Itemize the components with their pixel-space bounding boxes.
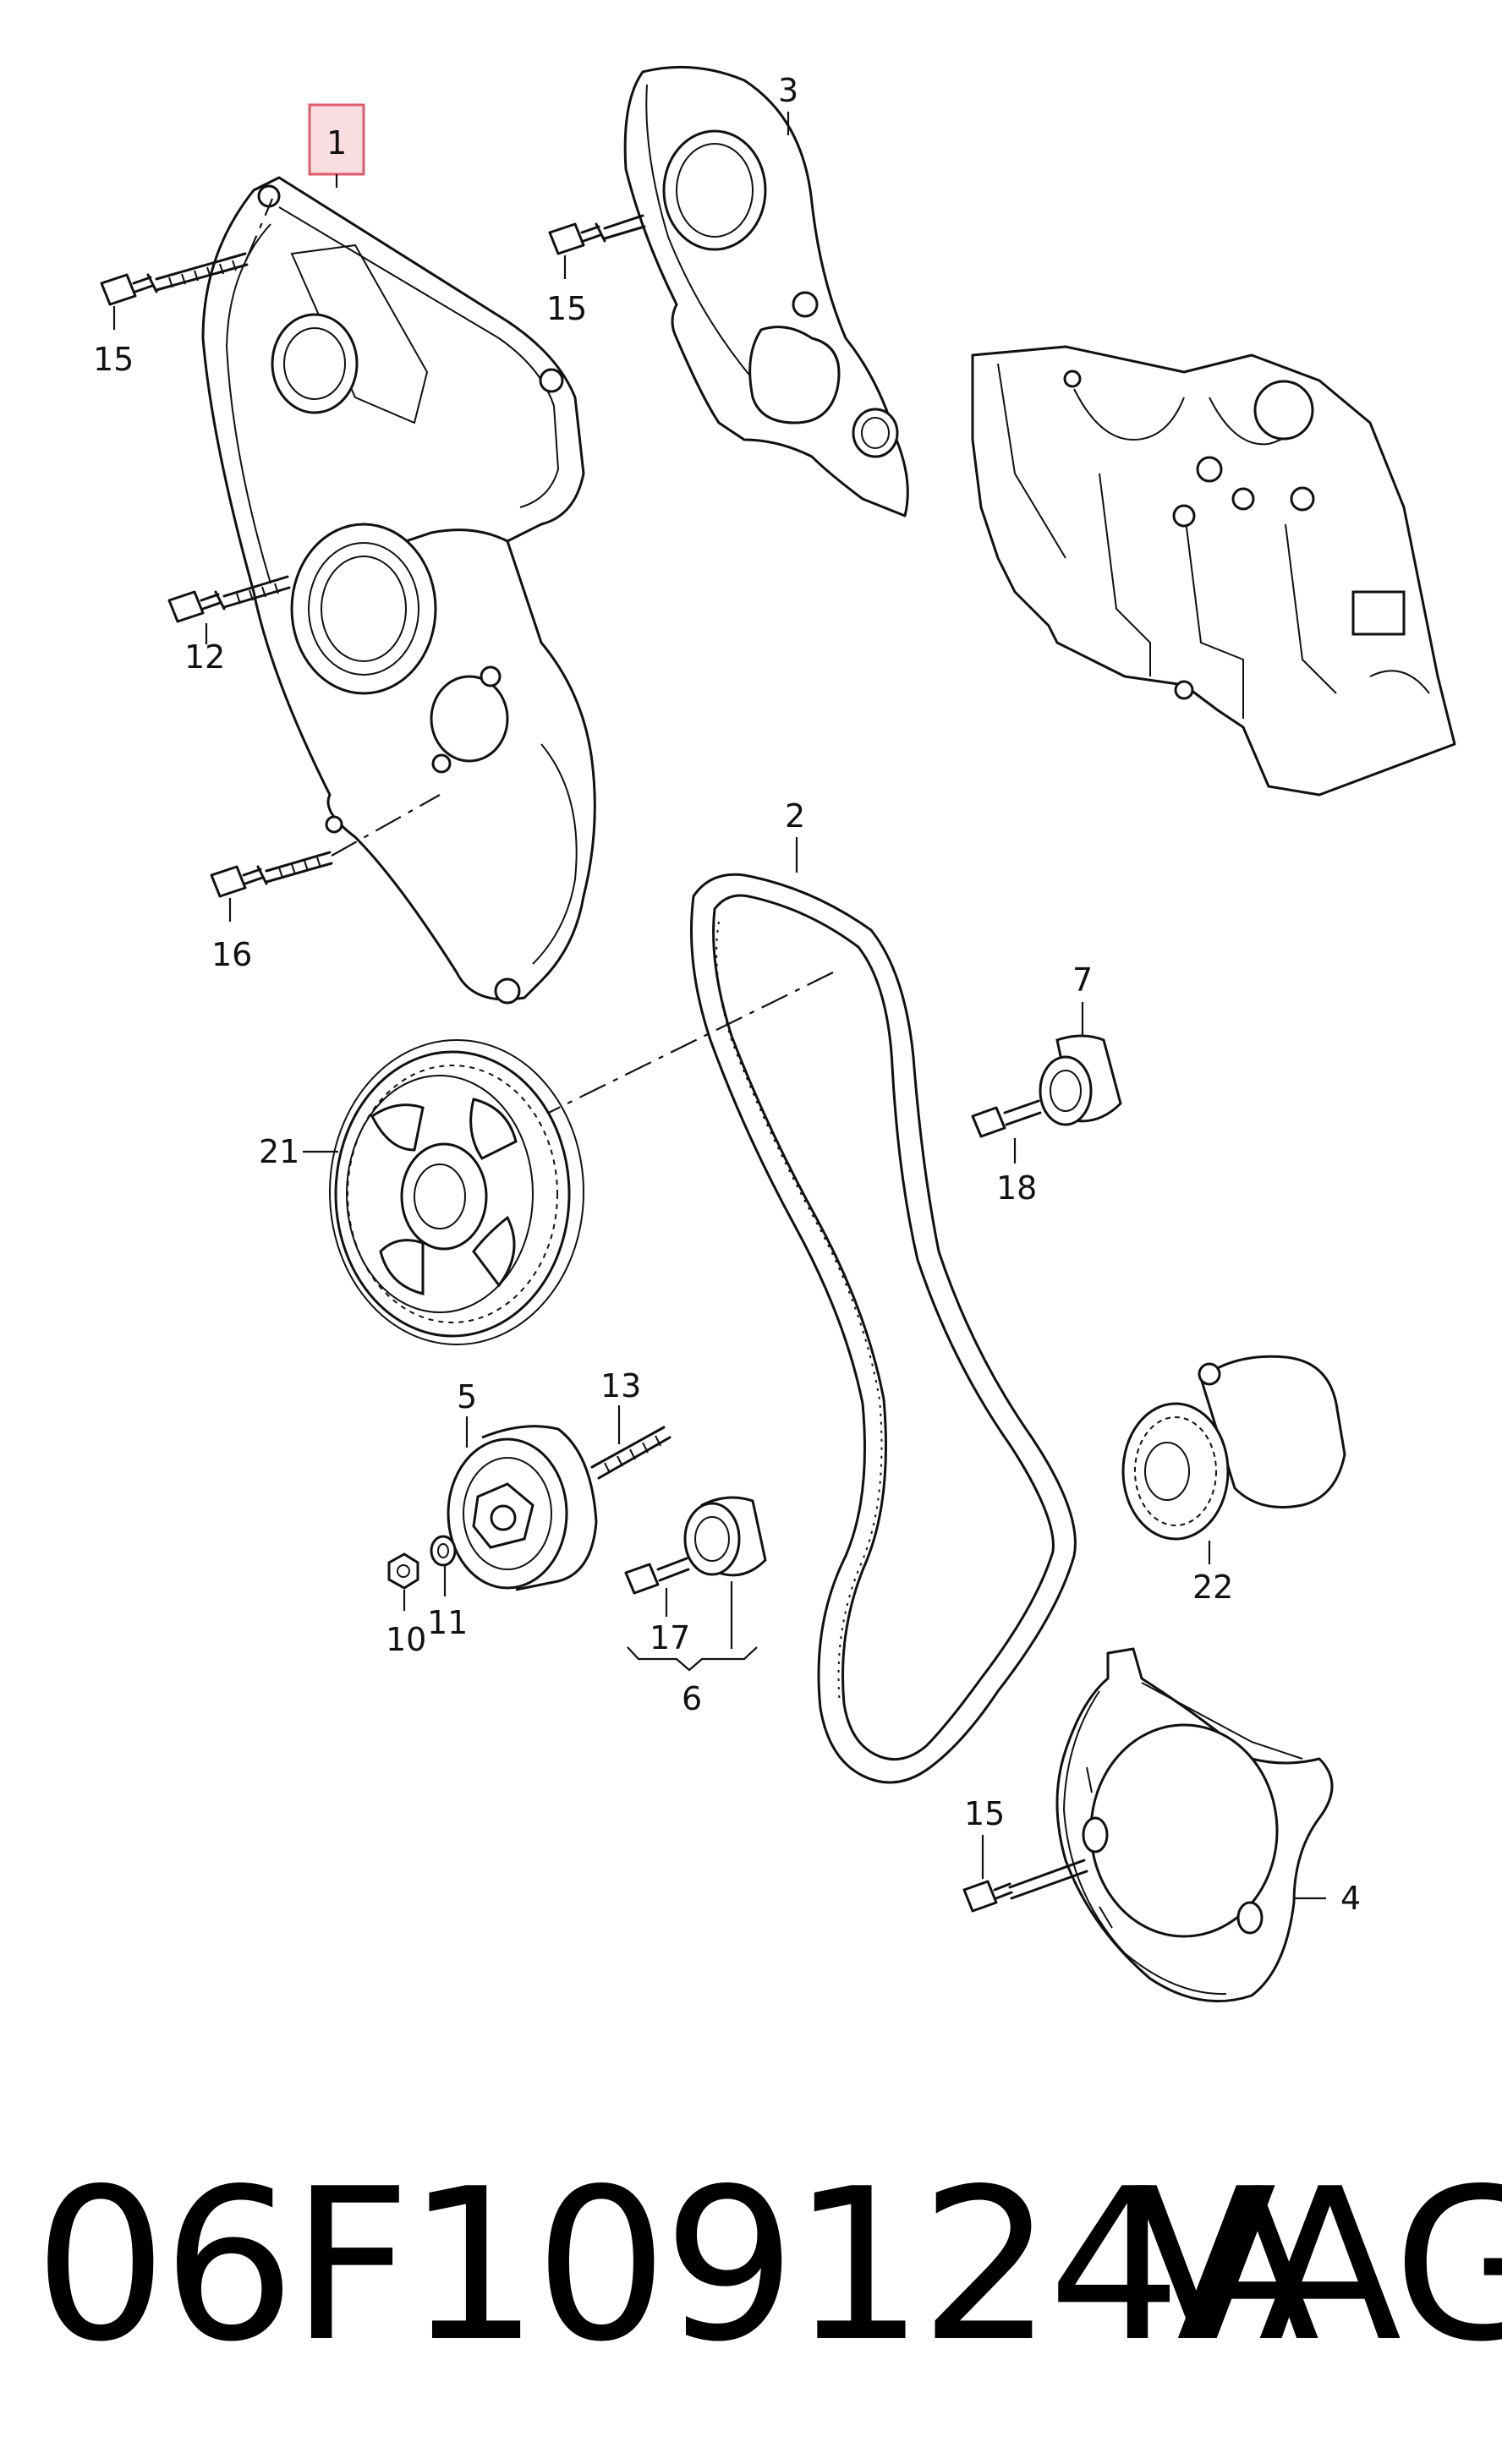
- callout-10-label: 10: [386, 1621, 426, 1658]
- bolt-12: [167, 575, 291, 623]
- brand-name: VAG: [1133, 2144, 1502, 2388]
- footer-part-number: 06F109124A VAG: [34, 2144, 1502, 2388]
- callout-15-middle-label: 15: [546, 290, 587, 327]
- callout-15-left-label: 15: [93, 341, 134, 378]
- callout-21-label: 21: [259, 1133, 299, 1170]
- callout-3[interactable]: 3: [778, 72, 798, 135]
- bolt-16: [210, 851, 333, 898]
- callout-2[interactable]: 2: [785, 797, 805, 873]
- callout-15-lower-label: 15: [964, 1795, 1005, 1832]
- camshaft-sprocket: [329, 1039, 584, 1345]
- callout-4[interactable]: 4: [1294, 1880, 1361, 1917]
- callout-12-label: 12: [184, 638, 225, 676]
- axis-line-belt: [507, 972, 834, 1134]
- part-number: 06F109124A: [34, 2144, 1320, 2388]
- callout-11[interactable]: 11: [427, 1566, 468, 1641]
- idler-roller: [1039, 1034, 1122, 1126]
- callout-6-label: 6: [682, 1680, 702, 1717]
- callout-4-label: 4: [1340, 1880, 1361, 1917]
- callout-18-label: 18: [996, 1169, 1037, 1207]
- tensioner-pulley: [447, 1425, 598, 1591]
- callout-3-label: 3: [778, 72, 798, 109]
- callout-15-lower[interactable]: 15: [964, 1795, 1005, 1879]
- callout-11-label: 11: [427, 1604, 468, 1641]
- callout-5-label: 5: [457, 1378, 477, 1415]
- axis-line-bolt-16: [331, 794, 441, 857]
- callout-13-label: 13: [600, 1367, 641, 1404]
- callout-15-left[interactable]: 15: [93, 306, 134, 378]
- callout-1-label: 1: [326, 124, 347, 162]
- callout-12[interactable]: 12: [184, 623, 225, 676]
- timing-cover-upper: [201, 176, 596, 1005]
- callout-7-label: 7: [1072, 961, 1093, 999]
- engine-block: [971, 345, 1456, 797]
- callout-2-label: 2: [785, 797, 805, 835]
- bolt-15-lower: [962, 1859, 1088, 1913]
- washer-11: [430, 1535, 457, 1567]
- nut-10: [387, 1552, 419, 1590]
- stud-13: [590, 1426, 672, 1480]
- callout-5[interactable]: 5: [457, 1378, 477, 1448]
- callout-6-group[interactable]: 17 6: [627, 1581, 758, 1717]
- bolt-15-upper-middle: [548, 214, 646, 255]
- callout-18[interactable]: 18: [996, 1138, 1037, 1207]
- bolt-18: [971, 1099, 1042, 1138]
- axis-line-bolt-15-left: [244, 198, 274, 263]
- timing-belt: [690, 873, 1077, 1784]
- lower-rear-cover: [1055, 1647, 1334, 2003]
- callout-1-highlight: [308, 103, 365, 176]
- callout-21[interactable]: 21: [259, 1133, 338, 1170]
- callout-13[interactable]: 13: [600, 1367, 641, 1444]
- bolt-15-upper-left: [100, 252, 249, 306]
- callout-22[interactable]: 22: [1192, 1541, 1233, 1606]
- callout-17-label: 17: [650, 1619, 690, 1656]
- roller-6: [683, 1496, 767, 1577]
- exploded-parts-diagram: 1 3: [93, 65, 1456, 2003]
- callout-16-label: 16: [211, 936, 252, 973]
- callout-1[interactable]: 1: [308, 103, 365, 188]
- callout-16[interactable]: 16: [211, 898, 252, 973]
- callout-10[interactable]: 10: [386, 1590, 426, 1658]
- rear-cover-panel: [623, 65, 909, 517]
- callout-22-label: 22: [1192, 1569, 1233, 1606]
- water-pump: [1121, 1355, 1346, 1541]
- callout-15-middle[interactable]: 15: [546, 255, 587, 327]
- bolt-17: [624, 1557, 690, 1595]
- callout-7[interactable]: 7: [1072, 961, 1093, 1035]
